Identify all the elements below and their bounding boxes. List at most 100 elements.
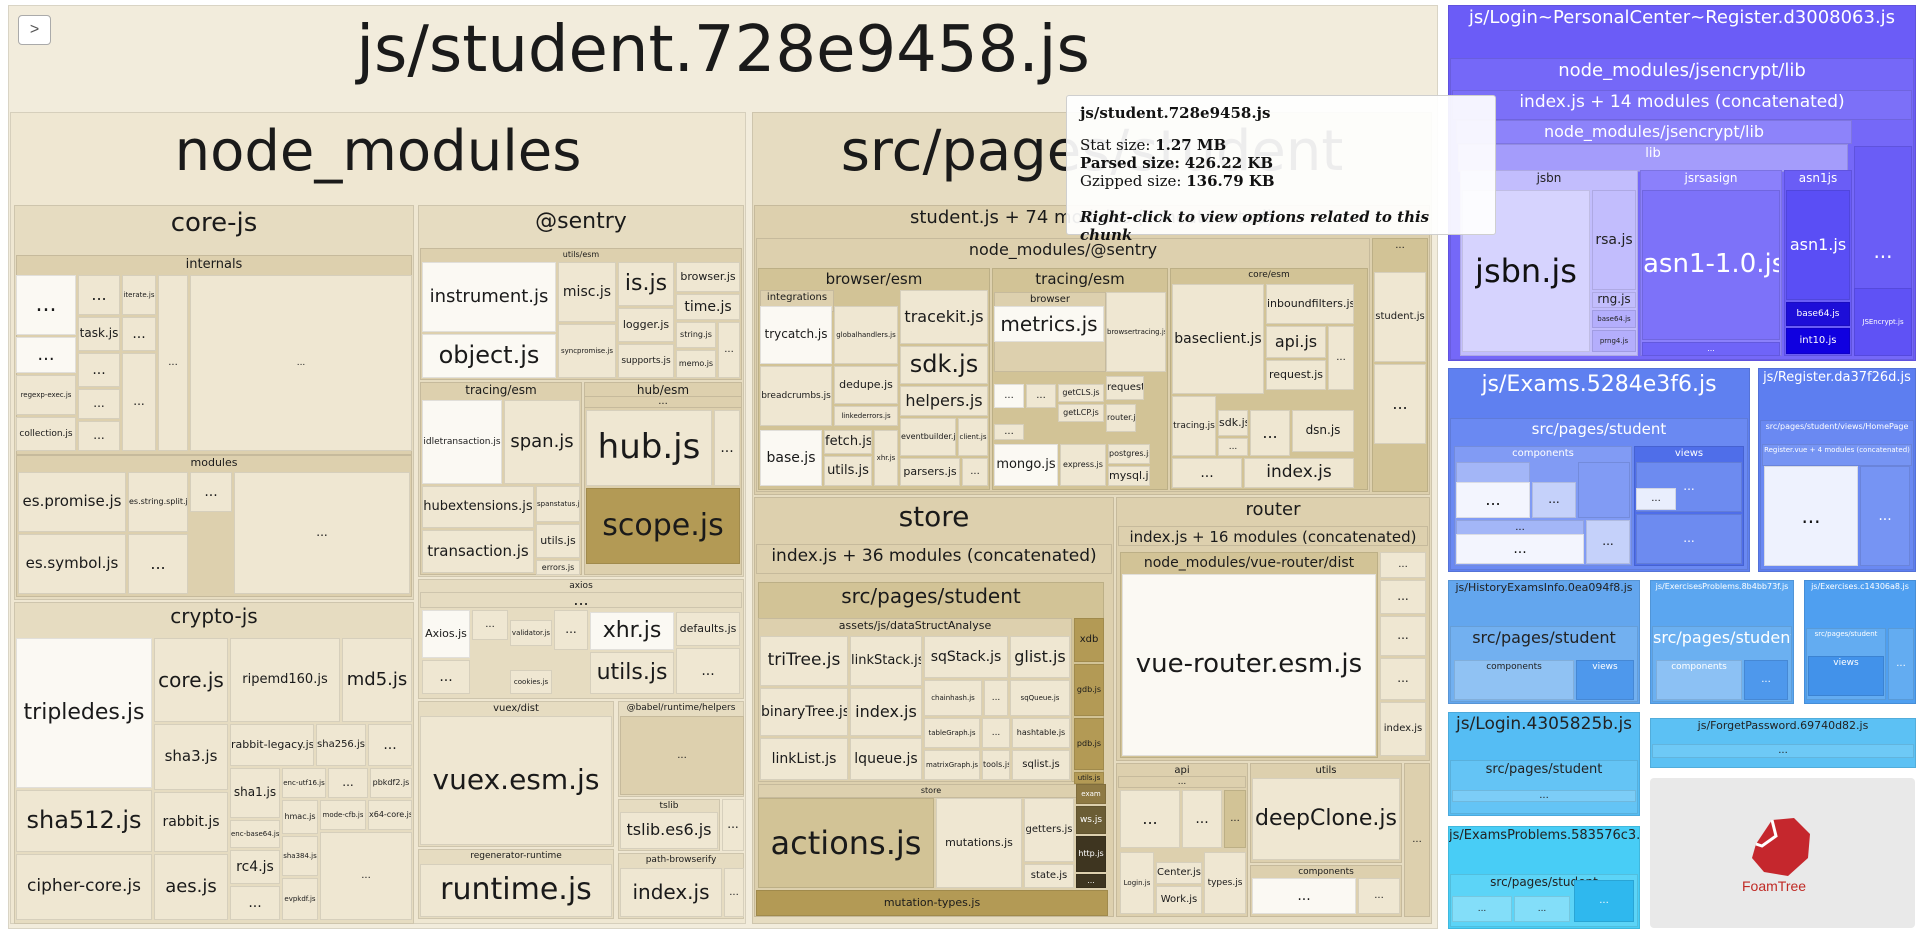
tracing-js-box[interactable]: tracing.js: [1172, 396, 1216, 456]
module-box[interactable]: ...: [128, 534, 188, 594]
core-request-js-box[interactable]: request.js: [1266, 360, 1326, 390]
work-js-box[interactable]: Work.js: [1156, 886, 1202, 914]
breadcrumbs-js-box[interactable]: breadcrumbs.js: [760, 366, 832, 426]
getters-js-box[interactable]: getters.js: [1024, 798, 1074, 862]
module-box[interactable]: ...: [1456, 482, 1530, 518]
module-box[interactable]: ...: [1642, 342, 1780, 356]
xhr-js-small-box[interactable]: xhr.js: [874, 430, 898, 486]
errors-js-box[interactable]: errors.js: [536, 560, 580, 575]
module-box[interactable]: ...: [1224, 790, 1246, 848]
store-concat-group[interactable]: index.js + 36 modules (concatenated): [756, 544, 1112, 574]
module-box[interactable]: ...: [158, 275, 188, 451]
metrics-js-box[interactable]: metrics.js: [994, 306, 1104, 342]
rsa-js-box[interactable]: rsa.js: [1592, 190, 1636, 290]
express-js-box[interactable]: express.js: [1060, 444, 1106, 486]
sidebar-toggle-button[interactable]: >: [18, 15, 51, 45]
hub-js-box[interactable]: hub.js: [586, 410, 712, 486]
getcls-js-box[interactable]: getCLS.js: [1058, 384, 1104, 402]
module-box[interactable]: ...: [676, 648, 740, 694]
asn1-1-0-js-box[interactable]: asn1-1.0.js: [1642, 190, 1780, 340]
getlcp-js-box[interactable]: getLCP.js: [1058, 404, 1104, 422]
module-box[interactable]: ...: [724, 868, 744, 917]
router-index-js-box[interactable]: index.js: [1380, 702, 1426, 756]
lib-group[interactable]: lib: [1458, 144, 1848, 172]
xhr-js-box[interactable]: xhr.js: [590, 612, 674, 650]
spanstatus-js-box[interactable]: spanstatus.js: [536, 486, 580, 522]
module-box[interactable]: ...: [994, 384, 1024, 408]
parsers-js-box[interactable]: parsers.js: [900, 458, 960, 486]
mutations-js-box[interactable]: mutations.js: [936, 798, 1022, 888]
axios-js-box[interactable]: Axios.js: [422, 610, 470, 658]
jsencrypt-js-box[interactable]: JSEncrypt.js: [1854, 288, 1912, 356]
module-box[interactable]: ...: [1452, 790, 1636, 802]
module-box[interactable]: [1578, 462, 1630, 518]
path-browserify-index-js-box[interactable]: index.js: [620, 868, 722, 917]
module-box[interactable]: ...: [718, 322, 740, 378]
state-js-box[interactable]: state.js: [1024, 864, 1074, 888]
enc-base64-js-box[interactable]: enc-base64.js: [230, 820, 280, 848]
deepclone-js-box[interactable]: deepClone.js: [1252, 778, 1400, 860]
vue-router-esm-js-box[interactable]: vue-router.esm.js: [1122, 574, 1376, 756]
base-js-box[interactable]: base.js: [760, 430, 822, 486]
es-symbol-js-box[interactable]: es.symbol.js: [18, 534, 126, 594]
sha3-js-box[interactable]: sha3.js: [154, 724, 228, 790]
module-box[interactable]: ...: [1404, 763, 1430, 917]
module-box[interactable]: ...: [1218, 438, 1248, 456]
chainhash-js-box[interactable]: chainhash.js: [924, 680, 982, 716]
regexp-exec-js-box[interactable]: regexp-exec.js: [16, 375, 76, 415]
module-box[interactable]: ...: [1636, 488, 1676, 510]
login-js-box[interactable]: Login.js: [1120, 852, 1154, 914]
module-grid[interactable]: ...: [190, 275, 412, 451]
module-box[interactable]: ...: [472, 610, 508, 640]
logger-js-box[interactable]: logger.js: [618, 308, 674, 342]
axios-utils-js-box[interactable]: utils.js: [590, 652, 674, 694]
ex-views-group[interactable]: views: [1808, 656, 1884, 696]
module-box[interactable]: ...: [1532, 482, 1576, 518]
postgres-js-box[interactable]: postgres.js: [1108, 444, 1150, 464]
mutation-types-js-box[interactable]: mutation-types.js: [756, 890, 1108, 916]
mysql-js-box[interactable]: mysql.js: [1108, 466, 1150, 486]
module-box[interactable]: ...: [1764, 466, 1858, 566]
int10-js-box[interactable]: int10.js: [1786, 328, 1850, 354]
task-js-box[interactable]: task.js: [78, 317, 120, 351]
module-box[interactable]: ...: [78, 275, 120, 315]
module-box[interactable]: ...: [714, 410, 740, 486]
module-box[interactable]: ...: [230, 886, 280, 920]
module-box[interactable]: ...: [1252, 878, 1356, 914]
supports-js-box[interactable]: supports.js: [618, 344, 674, 378]
store-small-group[interactable]: store: [758, 784, 1104, 798]
memo-js-box[interactable]: memo.js: [676, 350, 716, 378]
module-box[interactable]: ...: [1182, 790, 1222, 848]
http-js-box[interactable]: http.js: [1076, 836, 1106, 872]
exam-group[interactable]: exam: [1076, 784, 1106, 804]
tslib-es6-js-box[interactable]: tslib.es6.js: [620, 812, 718, 849]
sha256-js-box[interactable]: sha256.js: [316, 724, 366, 766]
module-box[interactable]: ...: [1118, 776, 1246, 788]
module-box[interactable]: ...: [1328, 326, 1354, 390]
evpkdf-js-box[interactable]: evpkdf.js: [282, 878, 318, 920]
scope-js-box[interactable]: scope.js: [586, 488, 740, 564]
asn1-js-box[interactable]: asn1.js: [1786, 190, 1850, 300]
dsn-js-box[interactable]: dsn.js: [1292, 410, 1354, 452]
module-box[interactable]: ...: [16, 275, 76, 335]
module-grid[interactable]: ...: [320, 832, 412, 920]
x64-core-js-box[interactable]: x64-core.js: [368, 800, 412, 830]
sqqueue-js-box[interactable]: sqQueue.js: [1010, 680, 1070, 716]
lqueue-js-box[interactable]: lqueue.js: [850, 738, 922, 780]
rabbit-js-box[interactable]: rabbit.js: [154, 792, 228, 852]
module-box[interactable]: ...: [1456, 534, 1584, 564]
linkstack-js-box[interactable]: linkStack.js: [850, 636, 922, 686]
register-concat-group[interactable]: Register.vue + 4 modules (concatenated): [1762, 444, 1912, 466]
browser-js-box[interactable]: browser.js: [676, 262, 740, 292]
jsencrypt-lib-inner-group[interactable]: node_modules/jsencrypt/lib: [1456, 120, 1852, 144]
linklist-js-box[interactable]: linkList.js: [760, 738, 848, 780]
eventbuilder-js-box[interactable]: eventbuilder.js: [900, 418, 956, 456]
module-box[interactable]: ...: [984, 680, 1008, 716]
rng-js-box[interactable]: rng.js: [1592, 292, 1636, 308]
module-box[interactable]: ...: [1888, 628, 1914, 700]
module-box[interactable]: ...: [1076, 874, 1106, 888]
is-js-box[interactable]: is.js: [618, 262, 674, 306]
tripledes-js-box[interactable]: tripledes.js: [16, 638, 152, 788]
inboundfilters-js-box[interactable]: inboundfilters.js: [1266, 284, 1354, 324]
